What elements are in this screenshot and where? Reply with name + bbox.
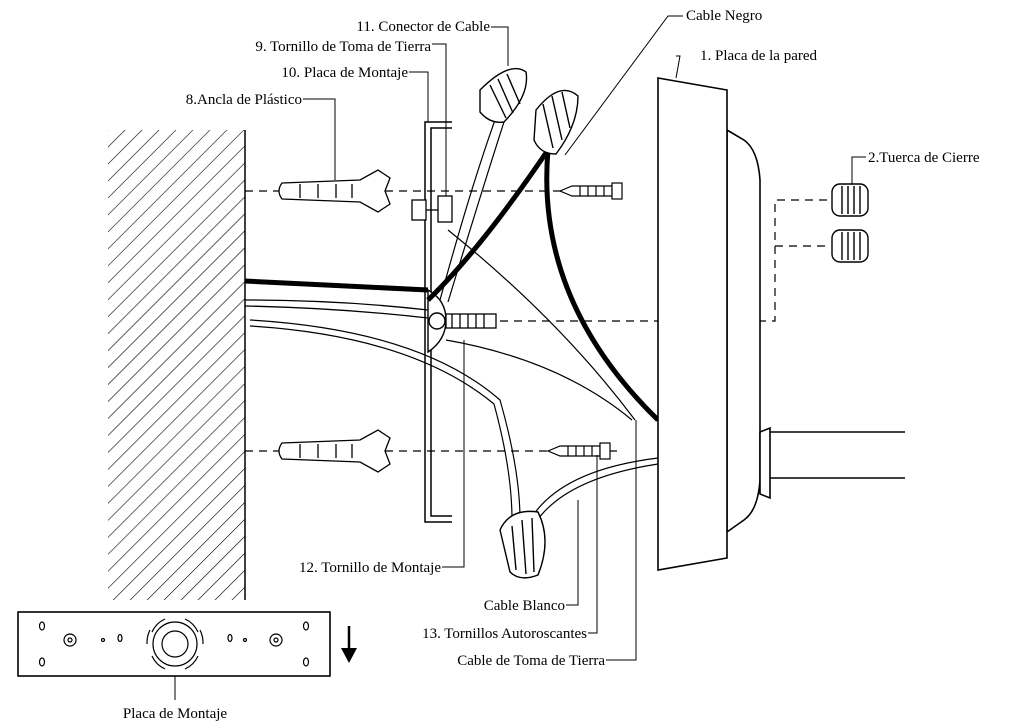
wall [108, 130, 246, 600]
lock-nut-2 [831, 229, 869, 263]
self-tapping-screw-bottom [546, 442, 611, 460]
leader-lines [303, 15, 866, 661]
cable-connector-2 [533, 89, 579, 155]
plastic-anchor-top [278, 169, 391, 213]
label-mounting-screw: 12. Tornillo de Montaje [299, 560, 441, 576]
mounting-screw [445, 313, 497, 329]
label-lock-nut: 2.Tuerca de Cierre [868, 150, 980, 166]
label-cable-connector: 11. Conector de Cable [356, 19, 490, 35]
label-ground-screw: 9. Tornillo de Toma de Tierra [255, 39, 431, 55]
cable-connector-1 [479, 67, 528, 123]
label-black-cable: Cable Negro [686, 8, 762, 24]
self-tapping-screw-top [558, 182, 623, 200]
lock-nut-1 [831, 183, 869, 217]
label-ground-cable: Cable de Toma de Tierra [457, 653, 605, 669]
label-self-tapping-screws: 13. Tornillos Autoroscantes [422, 626, 587, 642]
label-plastic-anchor: 8.Ancla de Plástico [186, 92, 302, 108]
down-arrow-icon [341, 626, 357, 663]
cable-connector-3 [499, 510, 546, 579]
label-bracket-caption: Placa de Montaje [123, 706, 227, 722]
wall-plate [657, 77, 905, 571]
cable-grommet [427, 288, 447, 354]
label-wall-plate: 1. Placa de la pared [700, 48, 818, 64]
mounting-bracket-front [17, 611, 331, 700]
ground-screw [411, 195, 453, 223]
label-mounting-plate: 10. Placa de Montaje [281, 65, 408, 81]
plastic-anchor-bottom [278, 429, 391, 473]
label-white-cable: Cable Blanco [484, 598, 565, 614]
